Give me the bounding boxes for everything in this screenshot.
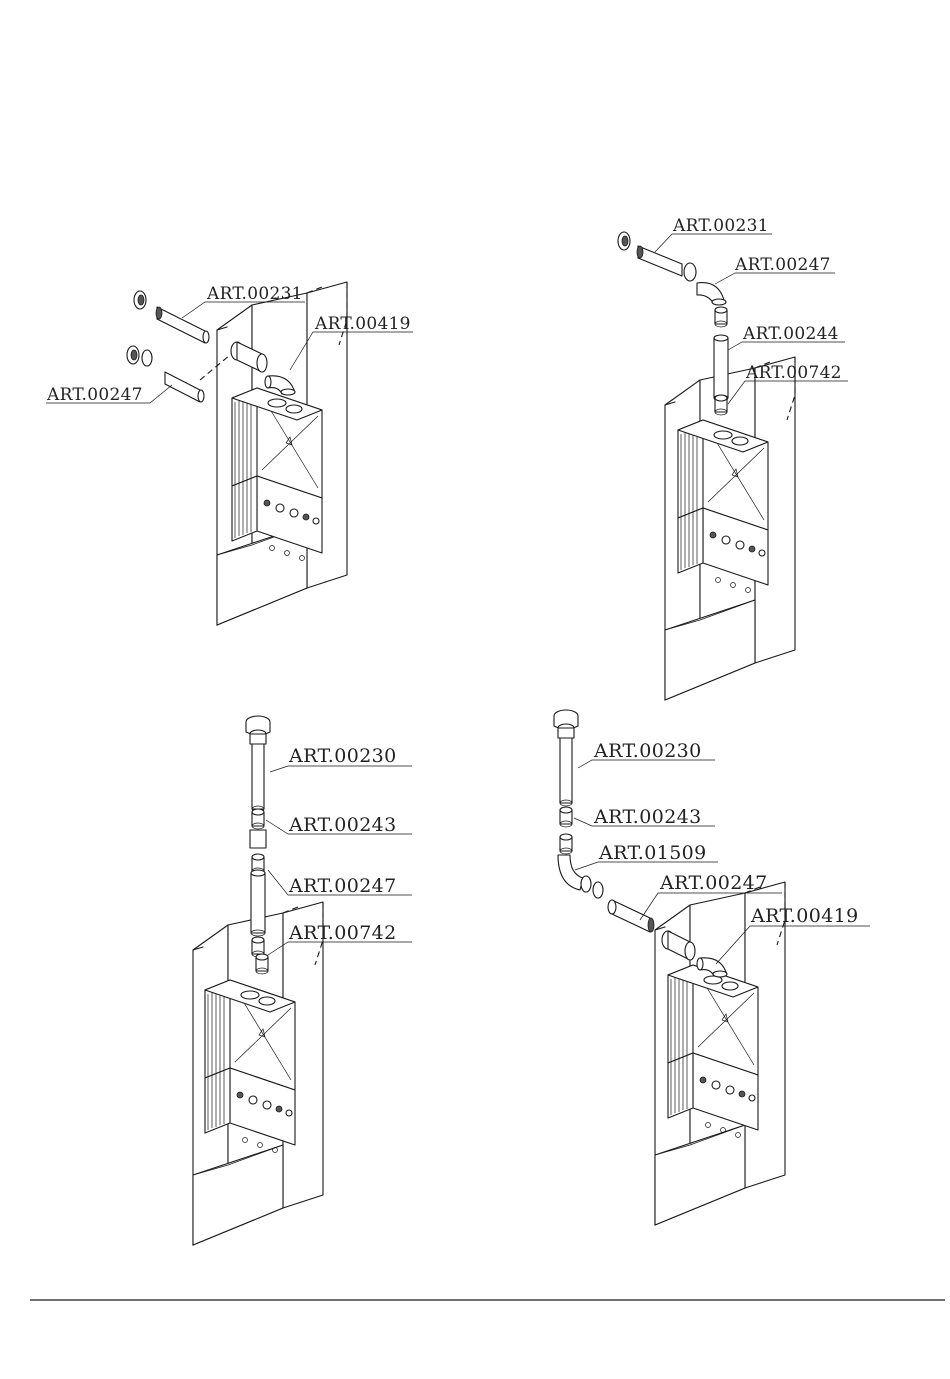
label-fig2-art-00244: ART.00247: [734, 255, 831, 275]
label-fig3-art-00742: ART.00742: [288, 922, 397, 944]
label-fig2-art-00231: ART.00231: [672, 216, 769, 236]
label-fig4-art-00243: ART.00243: [593, 806, 702, 828]
label-fig3-art-00230: ART.00230: [288, 745, 397, 767]
label-fig4-art-00247: ART.00247: [659, 872, 768, 894]
label-fig4-art-01509: ART.01509: [598, 842, 707, 864]
label-fig3-art-00243: ART.00243: [288, 814, 397, 836]
figure-3: ART.00230 ART.00243 ART.00247 ART.00742: [193, 716, 412, 1245]
label-fig1-art-00231: ART.00231: [206, 284, 303, 304]
label-fig1-art-00419: ART.00419: [314, 314, 411, 334]
label-fig2-art-00247: ART.00244: [742, 324, 839, 344]
label-fig1-art-00247: ART.00247: [46, 385, 143, 405]
figure-2: ART.00231 ART.00247 ART.00244 ART.00742: [618, 216, 848, 700]
label-fig4-art-00419: ART.00419: [750, 905, 859, 927]
label-fig2-art-00742: ART.00742: [745, 363, 842, 383]
label-fig4-art-00230: ART.00230: [593, 740, 702, 762]
figure-1: ART.00231 ART.00419 ART.00247: [46, 282, 413, 625]
label-fig3-art-00247: ART.00247: [288, 875, 397, 897]
figure-4: ART.00230 ART.00243 ART.01509 ART.00247 …: [554, 710, 870, 1225]
